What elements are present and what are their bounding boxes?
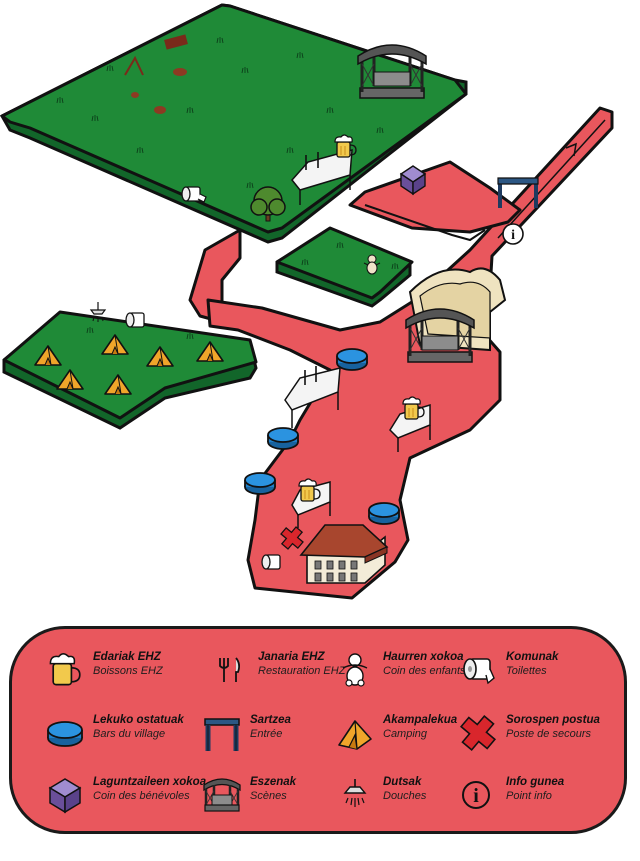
toilet-paper-icon bbox=[125, 312, 145, 328]
legend-subtitle: Bars du village bbox=[93, 728, 166, 740]
entrance-gate-icon bbox=[204, 718, 240, 751]
first-aid-cross-icon bbox=[459, 714, 497, 752]
legend-title: Edariak EHZ bbox=[93, 651, 161, 663]
legend-title: Akampalekua bbox=[383, 714, 458, 726]
food-stand-icon bbox=[291, 148, 353, 205]
info-icon: i bbox=[462, 781, 490, 809]
map-legend: Edariak EHZ Boissons EHZ Janaria EHZ Resta… bbox=[9, 626, 627, 834]
stage-icon bbox=[203, 778, 241, 812]
village-bar-icon bbox=[267, 427, 299, 450]
legend-title: Laguntzaileen xokoa bbox=[93, 776, 207, 788]
toilet-paper-icon bbox=[261, 554, 281, 570]
legend-subtitle: Entrée bbox=[250, 728, 283, 740]
legend-subtitle: Scènes bbox=[250, 790, 287, 802]
tent-icon bbox=[338, 720, 372, 750]
legend-title: Haurren xokoa bbox=[383, 651, 464, 663]
entrance-gate-icon bbox=[497, 177, 539, 208]
volunteer-cube-icon bbox=[48, 778, 82, 814]
svg-text:i: i bbox=[473, 785, 479, 807]
house-icon bbox=[299, 524, 389, 584]
shower-icon bbox=[343, 779, 367, 807]
legend-title: Sorospen postua bbox=[506, 714, 600, 726]
village-bar-icon bbox=[244, 472, 276, 495]
shower-icon bbox=[89, 302, 107, 322]
legend-title: Komunak bbox=[506, 651, 559, 663]
legend-subtitle: Douches bbox=[383, 790, 427, 802]
legend-title: Eszenak bbox=[250, 776, 297, 788]
legend-subtitle: Camping bbox=[383, 728, 428, 740]
village-bar-icon bbox=[368, 502, 400, 525]
beer-mug-icon bbox=[49, 653, 81, 686]
legend-title: Janaria EHZ bbox=[258, 651, 325, 663]
svg-text:i: i bbox=[511, 228, 515, 243]
legend-subtitle: Boissons EHZ bbox=[93, 665, 163, 677]
legend-item-drinks: Edariak EHZ Boissons EHZ bbox=[45, 650, 245, 690]
toilet-paper-icon bbox=[181, 186, 207, 203]
drink-stand-icon bbox=[389, 403, 431, 452]
legend-subtitle: Point info bbox=[506, 790, 552, 802]
toilet-paper-icon bbox=[463, 658, 495, 685]
baby-icon bbox=[363, 254, 381, 275]
legend-subtitle: Poste de secours bbox=[506, 728, 591, 740]
legend-subtitle: Coin des bénévoles bbox=[93, 790, 190, 802]
village-bar-icon bbox=[47, 721, 83, 747]
fork-knife-icon bbox=[219, 657, 241, 682]
food-stand-icon bbox=[284, 366, 341, 428]
legend-item-food: Janaria EHZ Restauration EHZ bbox=[210, 650, 410, 690]
first-aid-cross-icon bbox=[280, 526, 304, 550]
camping-field bbox=[2, 310, 258, 430]
volunteer-cube-icon bbox=[399, 165, 427, 196]
legend-title: Dutsak bbox=[383, 776, 422, 788]
festival-map: i bbox=[0, 3, 614, 600]
village-bar-icon bbox=[336, 348, 368, 371]
legend-title: Lekuko ostatuak bbox=[93, 714, 184, 726]
legend-subtitle: Toilettes bbox=[506, 665, 547, 677]
info-icon: i bbox=[502, 223, 524, 245]
tree-icon bbox=[250, 186, 286, 222]
baby-icon bbox=[342, 653, 368, 687]
legend-title: Sartzea bbox=[250, 714, 291, 726]
legend-subtitle: Coin des enfants bbox=[383, 665, 466, 677]
legend-title: Info gunea bbox=[506, 776, 565, 788]
legend-subtitle: Restauration EHZ bbox=[258, 665, 346, 677]
kids-field bbox=[275, 226, 414, 308]
